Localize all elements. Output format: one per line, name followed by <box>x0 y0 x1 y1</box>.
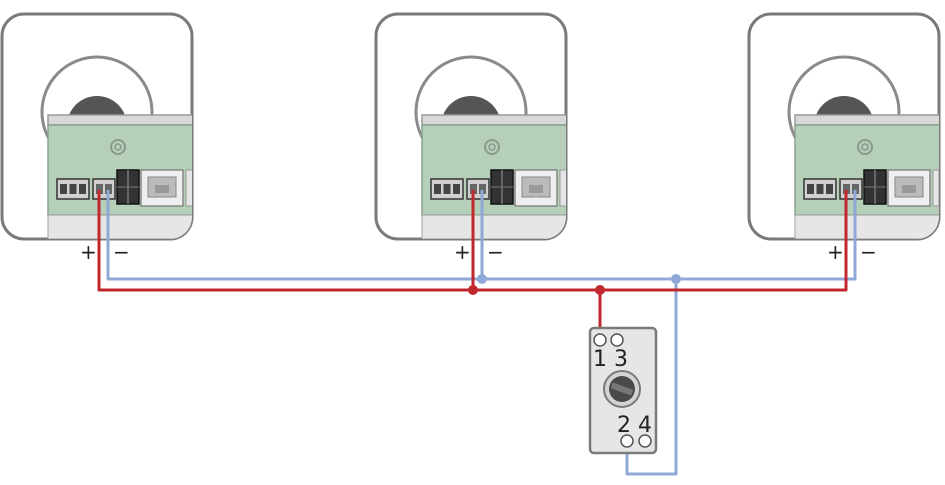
device-2-base <box>421 214 566 239</box>
device-3-plus-label: + <box>827 240 844 264</box>
switch-label-bottom: 2 4 <box>617 413 652 438</box>
device-3-power-connector <box>839 178 863 200</box>
device-1-connector-3pin <box>56 178 90 200</box>
negative-return-to-switch <box>625 279 678 476</box>
switch-terminal-4 <box>638 434 652 448</box>
device-1-screw-icon <box>110 139 126 155</box>
device-1-terminal-block <box>116 169 140 205</box>
negative-wiring <box>106 190 857 476</box>
device-3-rj45-port <box>887 169 931 207</box>
switch-terminal-3 <box>610 333 624 347</box>
device-1-base <box>47 214 192 239</box>
device-1-power-connector <box>92 178 116 200</box>
device-2-screw-icon <box>484 139 500 155</box>
switch-terminal-1 <box>593 333 607 347</box>
device-1-board-edge <box>47 114 192 126</box>
negative-junction-1 <box>477 274 487 284</box>
device-2-plus-label: + <box>454 240 471 264</box>
switch-label-top: 1 3 <box>593 347 628 372</box>
device-3-connector-3pin <box>803 178 837 200</box>
device-1-minus-label: − <box>113 240 130 264</box>
device-3-board-edge <box>794 114 939 126</box>
switch-knob-indicator <box>611 382 633 396</box>
positive-wiring <box>97 190 848 328</box>
device-2-minus-label: − <box>487 240 504 264</box>
device-3-terminal-block <box>863 169 887 205</box>
device-3-base <box>794 214 939 239</box>
device-2-rj45-port <box>514 169 558 207</box>
device-2-board-edge <box>421 114 566 126</box>
switch-terminal-2 <box>620 434 634 448</box>
negative-junction-2 <box>671 274 681 284</box>
device-2: + − <box>374 12 568 264</box>
device-3-screw-icon <box>857 139 873 155</box>
device-3: + − <box>747 12 941 264</box>
device-2-connector-3pin <box>430 178 464 200</box>
device-1: + − <box>0 12 194 264</box>
device-2-power-connector <box>466 178 490 200</box>
device-2-terminal-block <box>490 169 514 205</box>
positive-junction-2 <box>595 285 605 295</box>
device-1-rj45-port <box>140 169 184 207</box>
device-3-minus-label: − <box>860 240 877 264</box>
device-1-plus-label: + <box>80 240 97 264</box>
positive-junction-1 <box>468 285 478 295</box>
rotary-switch: 1 3 2 4 <box>588 326 658 455</box>
